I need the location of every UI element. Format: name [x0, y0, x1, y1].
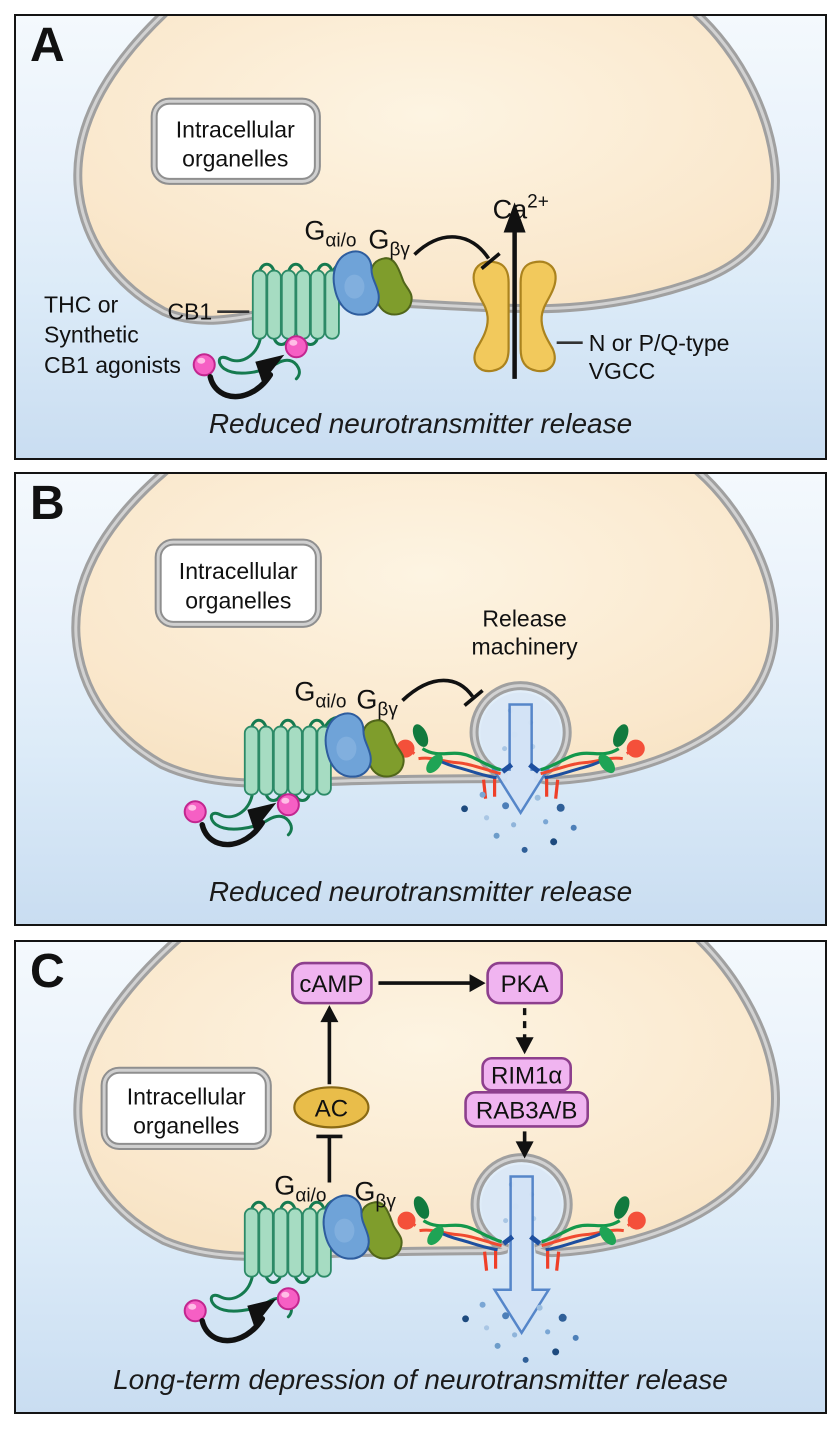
pka-label: PKA — [501, 971, 549, 998]
calcium-flux-arrow — [503, 202, 526, 379]
inhibition-arrow — [413, 235, 501, 270]
pka-to-rim-dashed-arrow — [515, 1008, 534, 1055]
organelles-label-line2: organelles — [185, 587, 291, 613]
panel-c: Intracellular organelles cAMP PKA RIM1α … — [14, 940, 827, 1414]
vgcc-channel — [472, 260, 557, 373]
ac-label: AC — [315, 1095, 348, 1122]
g-beta-gamma-label: Gβγ — [354, 1177, 396, 1213]
agonist-label-line1: THC or — [44, 292, 119, 318]
rim1a-label: RIM1α — [491, 1062, 562, 1089]
agonist-ligand-ball — [183, 800, 207, 824]
rab3ab-node: RAB3A/B — [464, 1091, 590, 1128]
bound-ligand-ball — [276, 1287, 300, 1311]
ac-to-camp-arrow — [320, 1005, 339, 1085]
bound-ligand-ball — [284, 335, 308, 359]
g-beta-gamma-label: Gβγ — [368, 225, 410, 261]
panel-letter: A — [30, 19, 65, 72]
presynaptic-cell — [73, 16, 780, 325]
neurotransmitter-dots — [462, 1301, 579, 1363]
organelles-box: Intracellular organelles — [100, 1066, 272, 1150]
rab-to-vesicle-arrow — [515, 1131, 534, 1159]
release-machinery-label-line1: Release — [482, 605, 566, 631]
panel-b: Intracellular organelles Release machine… — [14, 472, 827, 926]
panel-c-caption: Long-term depression of neurotransmitter… — [113, 1364, 728, 1395]
vgcc-label-line2: VGCC — [589, 358, 656, 384]
agonist-label-line2: Synthetic — [44, 322, 139, 348]
calcium-label: Ca2+ — [493, 191, 549, 224]
organelles-box: Intracellular organelles — [154, 538, 322, 628]
presynaptic-cell — [73, 942, 780, 1261]
vgcc-label-line1: N or P/Q-type — [589, 330, 730, 356]
neurotransmitter-dots — [461, 791, 577, 853]
galpha-inhibits-ac — [316, 1134, 343, 1183]
ac-node: AC — [293, 1086, 370, 1129]
g-beta-gamma-label: Gβγ — [356, 685, 398, 721]
organelles-label-line2: organelles — [133, 1112, 239, 1138]
g-alpha-label: Gαi/o — [304, 215, 356, 251]
inhibition-arrow — [401, 678, 484, 707]
organelles-label-line1: Intracellular — [179, 558, 298, 584]
organelles-label-line1: Intracellular — [127, 1083, 246, 1109]
camp-node: cAMP — [291, 961, 373, 1005]
bound-ligand-ball — [276, 793, 300, 817]
agonist-ligand-ball — [192, 353, 216, 377]
neurotransmitter-release-arrow — [492, 1175, 551, 1336]
camp-label: cAMP — [299, 971, 363, 998]
panel-a: Intracellular organelles Ca2+ Gαi/o Gβγ — [14, 14, 827, 460]
pka-node: PKA — [486, 961, 563, 1005]
panel-letter: B — [30, 477, 65, 530]
g-alpha-label: Gαi/o — [294, 676, 346, 712]
rab3ab-label: RAB3A/B — [476, 1097, 577, 1124]
cb1-label: CB1 — [167, 299, 212, 325]
organelles-box: Intracellular organelles — [150, 97, 321, 185]
agonist-label-line3: CB1 agonists — [44, 352, 181, 378]
panel-b-caption: Reduced neurotransmitter release — [208, 876, 633, 907]
camp-to-pka-arrow — [378, 974, 486, 993]
organelles-label-line1: Intracellular — [176, 116, 295, 142]
agonist-binding-arrow — [210, 355, 284, 397]
panel-letter: C — [30, 945, 65, 998]
release-machinery-label-line2: machinery — [472, 633, 579, 659]
rim1a-node: RIM1α — [481, 1056, 572, 1092]
g-alpha-label: Gαi/o — [274, 1171, 326, 1207]
organelles-label-line2: organelles — [182, 145, 288, 171]
panel-a-caption: Reduced neurotransmitter release — [208, 408, 633, 439]
